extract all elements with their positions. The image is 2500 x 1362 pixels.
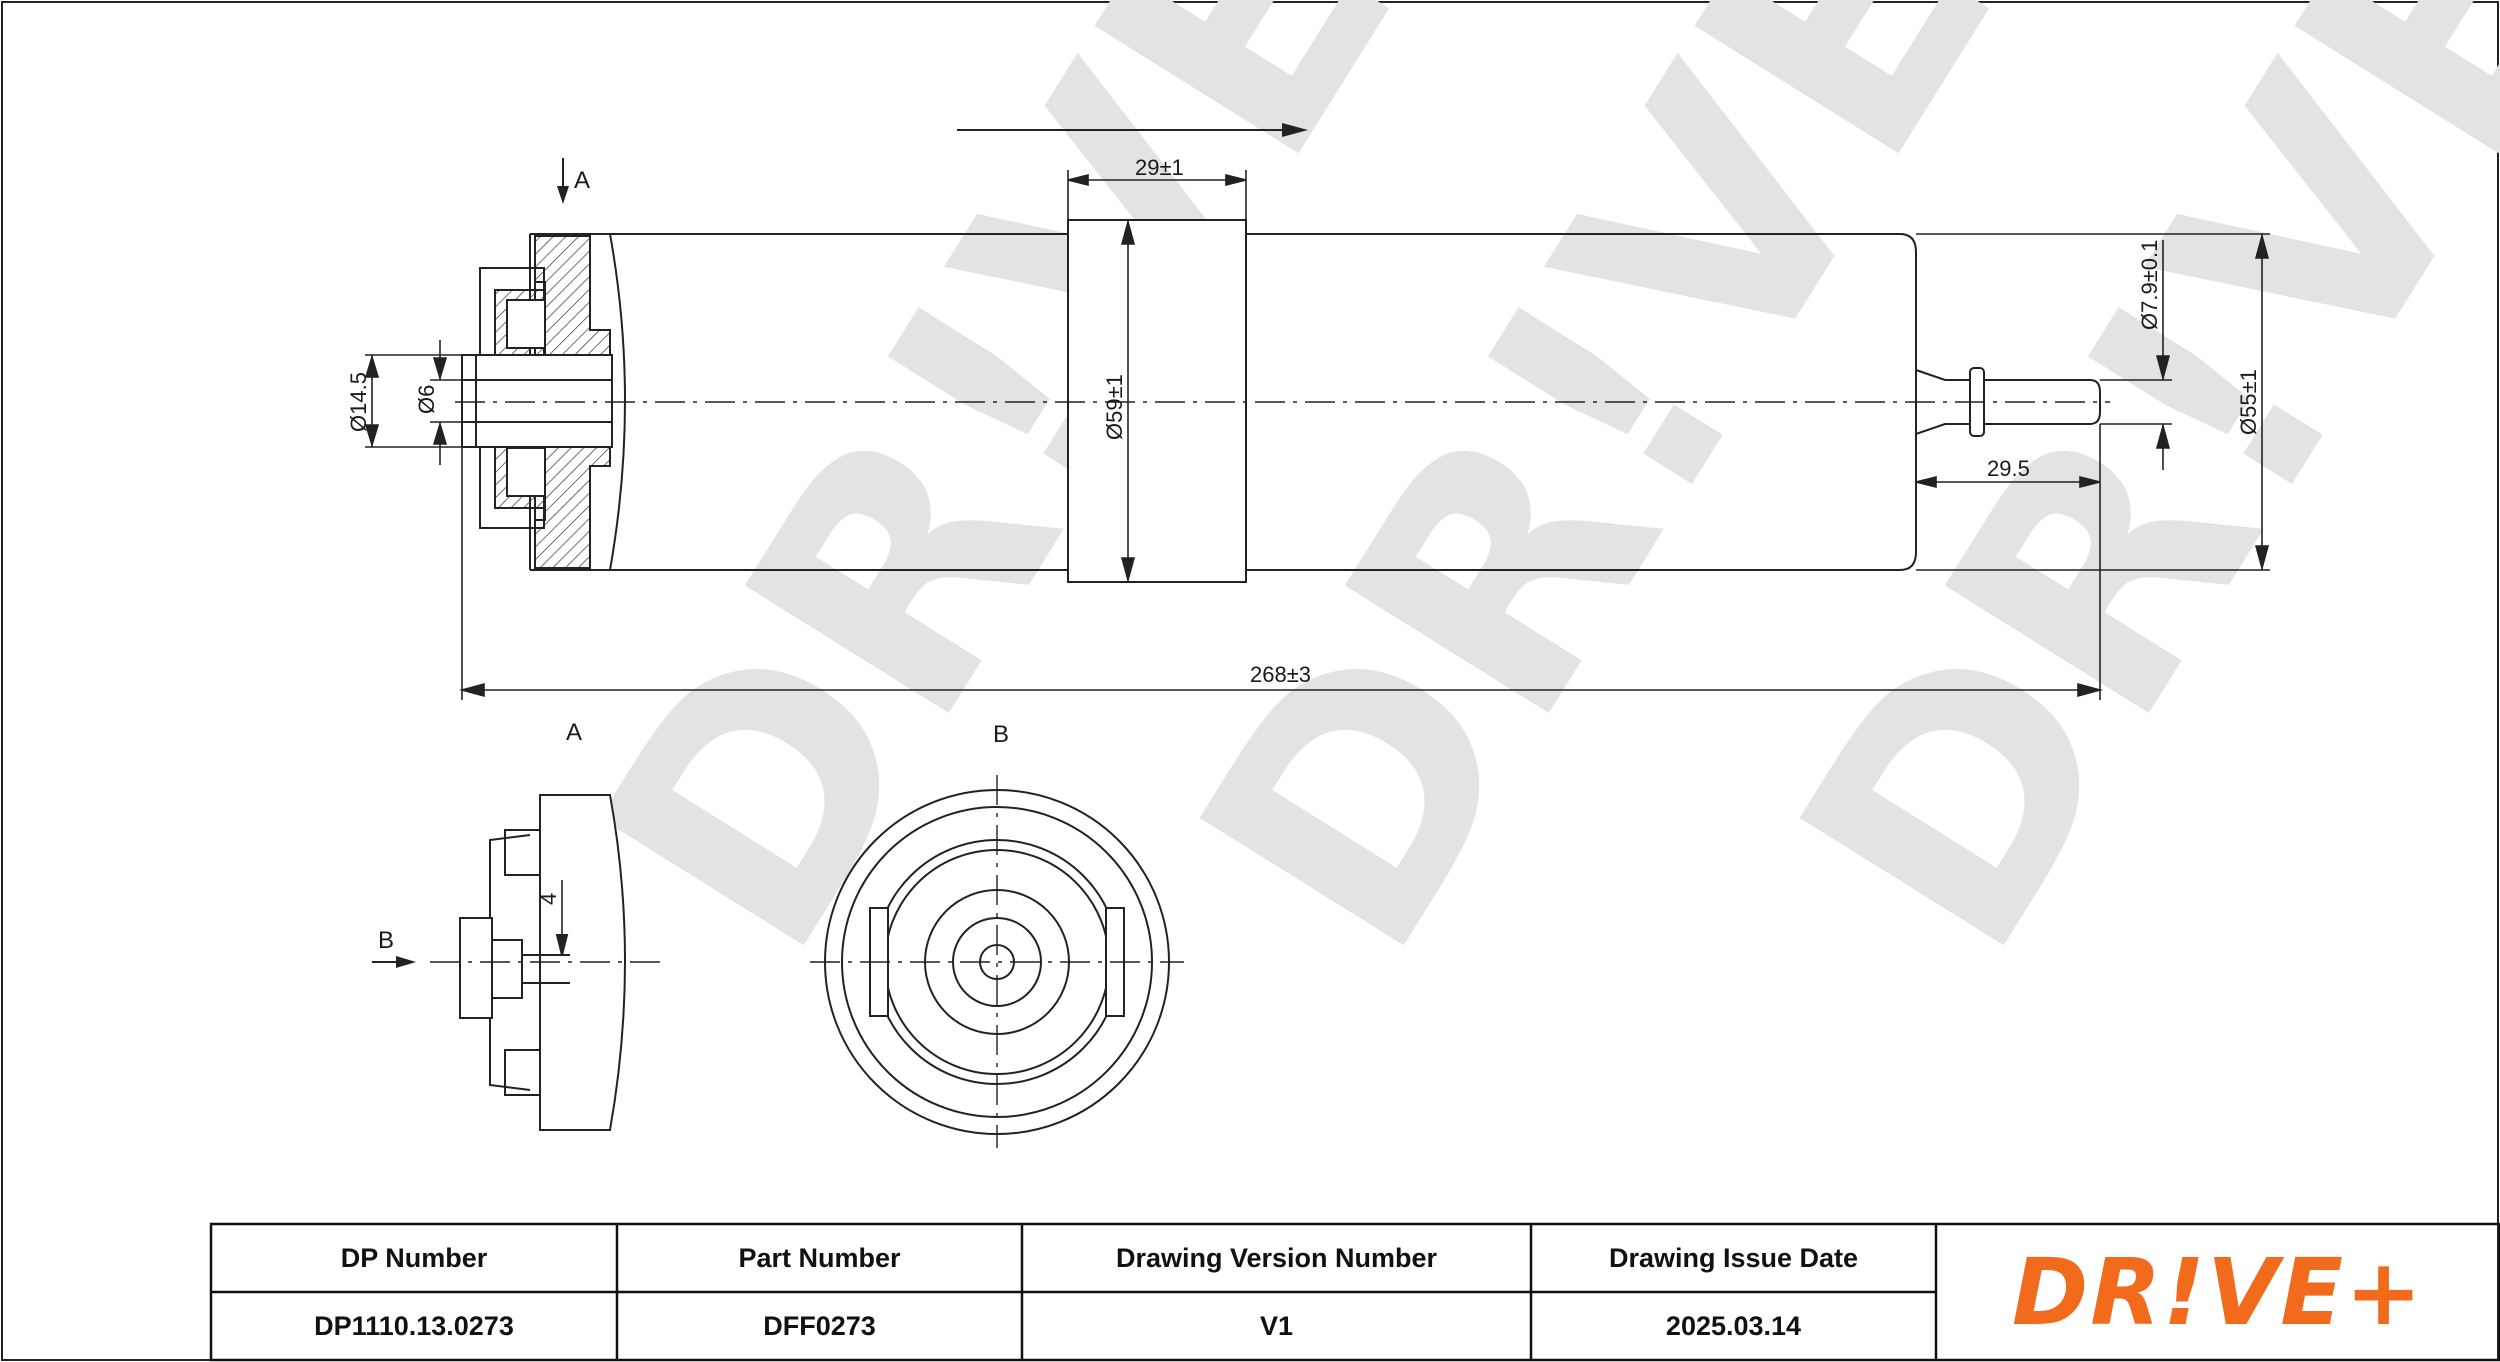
part-number-label: Part Number [738, 1242, 901, 1273]
dp-number-label: DP Number [340, 1242, 488, 1273]
dim-band-width [1067, 170, 1247, 220]
dim-inlet-inner [430, 340, 462, 465]
dim-outlet-length [1915, 424, 2101, 490]
drive-logo: DR!VE+ [2011, 1238, 2425, 1346]
view-a-marker: A [557, 158, 590, 204]
detail-view-a [430, 794, 660, 1131]
dim-band-diameter [1120, 218, 1136, 584]
dim-overall-length [458, 447, 2104, 700]
mounting-band [1067, 219, 1247, 583]
version-label: Drawing Version Number [1115, 1242, 1438, 1273]
view-b-marker: B [372, 927, 416, 968]
watermark-group: DR!VE+ DR!VE+ DR!VE+ [528, 0, 2500, 1012]
dp-number-value: DP1110.13.0273 [314, 1310, 514, 1341]
title-block: DP Number DP1110.13.0273 Part Number DFF… [211, 1224, 2500, 1360]
dim-outlet-diameter [2100, 240, 2172, 470]
inlet-section [461, 235, 613, 569]
issue-date-label: Drawing Issue Date [1608, 1242, 1859, 1273]
dim-inlet-inner-text: Ø6 [414, 385, 439, 414]
detail-view-b [810, 775, 1184, 1148]
dim-inlet-outer [364, 354, 462, 448]
dim-band-diameter-text: Ø59±1 [1102, 374, 1127, 440]
dim-body-diameter-text: Ø55±1 [2236, 369, 2261, 435]
view-a-arrow-label: A [574, 167, 590, 194]
version-value: V1 [1259, 1310, 1294, 1341]
detail-a-dim-text: 4 [536, 893, 561, 905]
view-b-title: B [993, 721, 1009, 748]
dim-overall-length-text: 268±3 [1250, 662, 1311, 687]
title-block-grid [209, 1222, 2500, 1362]
part-number-value: DFF0273 [763, 1310, 876, 1341]
dim-body-diameter [1916, 232, 2270, 572]
dim-inlet-outer-text: Ø14.5 [346, 372, 371, 432]
view-b-arrow-label: B [378, 927, 394, 954]
issue-date-value: 2025.03.14 [1665, 1310, 1802, 1341]
dim-outlet-length-text: 29.5 [1987, 456, 2030, 481]
view-a-title: A [566, 719, 582, 746]
dim-band-width-text: 29±1 [1135, 155, 1184, 180]
dim-outlet-diameter-text: Ø7.9±0.1 [2137, 240, 2162, 330]
flow-direction-arrow [957, 123, 1308, 137]
